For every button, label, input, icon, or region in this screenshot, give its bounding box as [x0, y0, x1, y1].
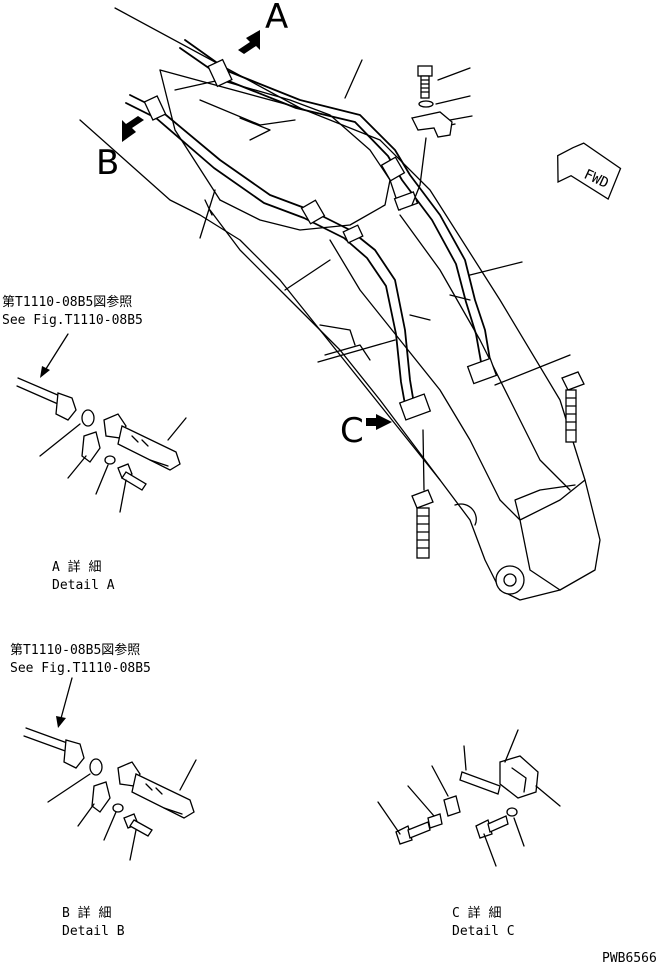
forward-direction-indicator: FWD: [557, 142, 622, 201]
reference-jp-a: 第T1110-08B5図参照: [2, 294, 132, 310]
detail-a: [16, 333, 187, 513]
washer-part-top: [418, 95, 471, 108]
detail-b-title-jp: B 詳 細: [62, 905, 111, 921]
reference-en-b: See Fig.T1110-08B5: [10, 661, 151, 676]
detail-c-title-jp: C 詳 細: [452, 905, 501, 921]
detail-b: [23, 677, 197, 861]
detail-c-title-en: Detail C: [452, 924, 515, 939]
clamp-part-top: [411, 111, 473, 206]
arrow-c: [366, 414, 392, 430]
drawing-code: PWB6566: [602, 951, 657, 966]
reference-jp-b: 第T1110-08B5図参照: [10, 642, 140, 658]
detail-a-title-jp: A 詳 細: [52, 559, 101, 575]
callout-c: C: [340, 411, 364, 451]
callout-b: B: [96, 143, 119, 183]
arrow-b: [122, 116, 144, 142]
detail-c: [377, 729, 561, 867]
boom-assembly: FWD: [79, 7, 622, 601]
detail-b-title-en: Detail B: [62, 924, 125, 939]
bolt-part-top: [417, 65, 471, 99]
reference-en-a: See Fig.T1110-08B5: [2, 313, 143, 328]
bolt-part-center: [411, 429, 434, 559]
bolt-part-right: [561, 371, 585, 443]
callout-a: A: [265, 0, 288, 37]
arrow-a: [238, 30, 260, 54]
detail-a-title-en: Detail A: [52, 578, 115, 593]
